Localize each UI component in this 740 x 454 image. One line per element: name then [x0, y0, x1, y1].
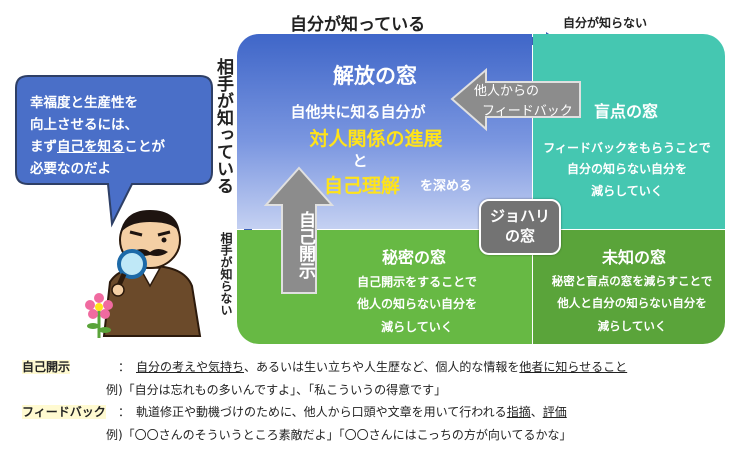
detective-illustration: [102, 210, 202, 337]
open-window-line-4: 自己理解: [324, 175, 401, 197]
definition-example-feedback: 例)「〇〇さんのそういうところ素敵だよ」「〇〇さんにはこっちの方が向いてるかな」: [106, 428, 572, 442]
unknown-window-line-2: 他人と自分の知らない自分を: [557, 296, 707, 310]
axis-self-unknown: 自分が知らない: [563, 16, 648, 30]
blind-window-area: [533, 34, 725, 229]
speech-bubble-text: 幸福度と生産性を 向上させるには、 まず自己を知ることが 必要なのだよ: [30, 92, 200, 180]
johari-window-badge: ジョハリ の窓: [479, 199, 561, 255]
badge-line-2: の窓: [504, 227, 535, 245]
flower-icon: [85, 293, 113, 338]
self-disclosure-arrow-label: 自己開示: [295, 211, 315, 279]
feedback-arrow-label-1: 他人からの: [474, 84, 540, 99]
definition-self-disclosure: 自己開示 ： 自分の考えや気持ち、あるいは生い立ちや人生歴など、個人的な情報を他…: [22, 360, 628, 374]
definition-text-feedback: 軌道修正や動機づけのために、他人から口頭や文章を用いて行われる指摘、評価: [136, 405, 567, 419]
axis-others-known: 相手が知っている: [213, 58, 233, 194]
axis-others-unknown: 相手が知らない: [219, 232, 233, 316]
open-window-title: 解放の窓: [333, 64, 417, 88]
unknown-window-title: 未知の窓: [601, 248, 666, 267]
hidden-window-line-3: 減らしていく: [381, 320, 453, 334]
definition-text-disclosure: 自分の考えや気持ち、あるいは生い立ちや人生歴など、個人的な情報を他者に知らせるこ…: [136, 360, 628, 374]
blind-window-line-2: 自分の知らない自分を: [566, 162, 687, 176]
bubble-line-1: 幸福度と生産性を: [30, 95, 138, 111]
speech-bubble: [15, 75, 213, 228]
hidden-window-line-1: 自己開示をすることで: [357, 275, 477, 289]
bubble-line-3: まず自己を知ることが: [30, 139, 165, 155]
blind-window-line-3: 減らしていく: [591, 184, 663, 198]
open-window-line-1: 自他共に知る自分が: [290, 103, 426, 121]
feedback-arrow-icon: [450, 67, 581, 132]
unknown-window-line-3: 減らしていく: [597, 319, 667, 333]
self-disclosure-arrow-icon: [263, 166, 335, 294]
definition-term-disclosure: 自己開示: [22, 360, 71, 374]
blind-window-line-1: フィードバックをもらうことで: [543, 141, 711, 155]
definition-feedback: フィードバック ： 軌道修正や動機づけのために、他人から口頭や文章を用いて行われ…: [22, 405, 567, 419]
bubble-line-4: 必要なのだよ: [30, 161, 111, 177]
bubble-line-2: 向上させるには、: [30, 117, 138, 133]
unknown-window-line-1: 秘密と盲点の窓を減らすことで: [551, 274, 713, 288]
open-window-line-2: 対人関係の進展: [309, 128, 443, 150]
definition-example-disclosure: 例)「自分は忘れもの多いんですよ」、「私こういうの得意です」: [106, 383, 447, 397]
open-window-line-5: を深める: [420, 179, 473, 194]
unknown-window-area: [533, 230, 725, 344]
blind-window-title: 盲点の窓: [593, 102, 658, 121]
definition-term-feedback: フィードバック: [22, 405, 106, 419]
badge-line-1: ジョハリ: [489, 207, 550, 225]
feedback-arrow-label-2: フィードバック: [482, 104, 573, 119]
hidden-window-line-2: 他人の知らない自分を: [356, 297, 477, 311]
hidden-window-title: 秘密の窓: [381, 248, 446, 267]
open-window-line-3: と: [352, 152, 368, 170]
